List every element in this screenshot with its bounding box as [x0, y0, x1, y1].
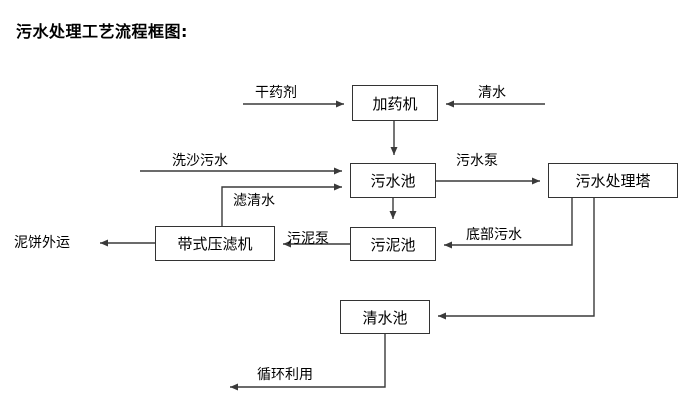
label-wastewater-pump: 污水泵: [456, 153, 498, 169]
label-sand-wash-water: 洗沙污水: [172, 153, 228, 169]
label-recycle-reuse: 循环利用: [257, 367, 313, 383]
label-bottom-wastewater: 底部污水: [466, 227, 522, 243]
label-sludge-pump: 污泥泵: [287, 231, 329, 247]
label-mud-cake-out: 泥饼外运: [14, 235, 70, 251]
node-label: 清水池: [362, 308, 408, 327]
node-label: 污水池: [370, 172, 416, 190]
label-filtered-water: 滤清水: [233, 193, 275, 209]
node-dosing-machine[interactable]: 加药机: [352, 85, 438, 121]
node-clean-water-pool[interactable]: 清水池: [340, 300, 430, 334]
node-sludge-pool[interactable]: 污泥池: [350, 227, 436, 261]
label-clean-water-inlet: 清水: [478, 85, 506, 101]
node-label: 污水处理塔: [575, 172, 651, 190]
edge-filter-press-to-wastewater-pool: [221, 183, 342, 226]
node-label: 带式压滤机: [177, 235, 253, 253]
label-dry-chemical: 干药剂: [255, 85, 297, 101]
node-label: 污泥池: [370, 235, 416, 254]
edge-tower-to-sludge-pool: [444, 198, 573, 249]
node-label: 加药机: [372, 94, 418, 113]
node-belt-filter-press[interactable]: 带式压滤机: [155, 226, 275, 261]
edge-clean-water-pool-to-recycle: [230, 334, 386, 391]
edge-tower-to-clean-water-pool: [438, 198, 595, 320]
node-wastewater-pool[interactable]: 污水池: [350, 163, 436, 198]
node-treatment-tower[interactable]: 污水处理塔: [548, 163, 678, 198]
page-title: 污水处理工艺流程框图:: [16, 22, 188, 41]
